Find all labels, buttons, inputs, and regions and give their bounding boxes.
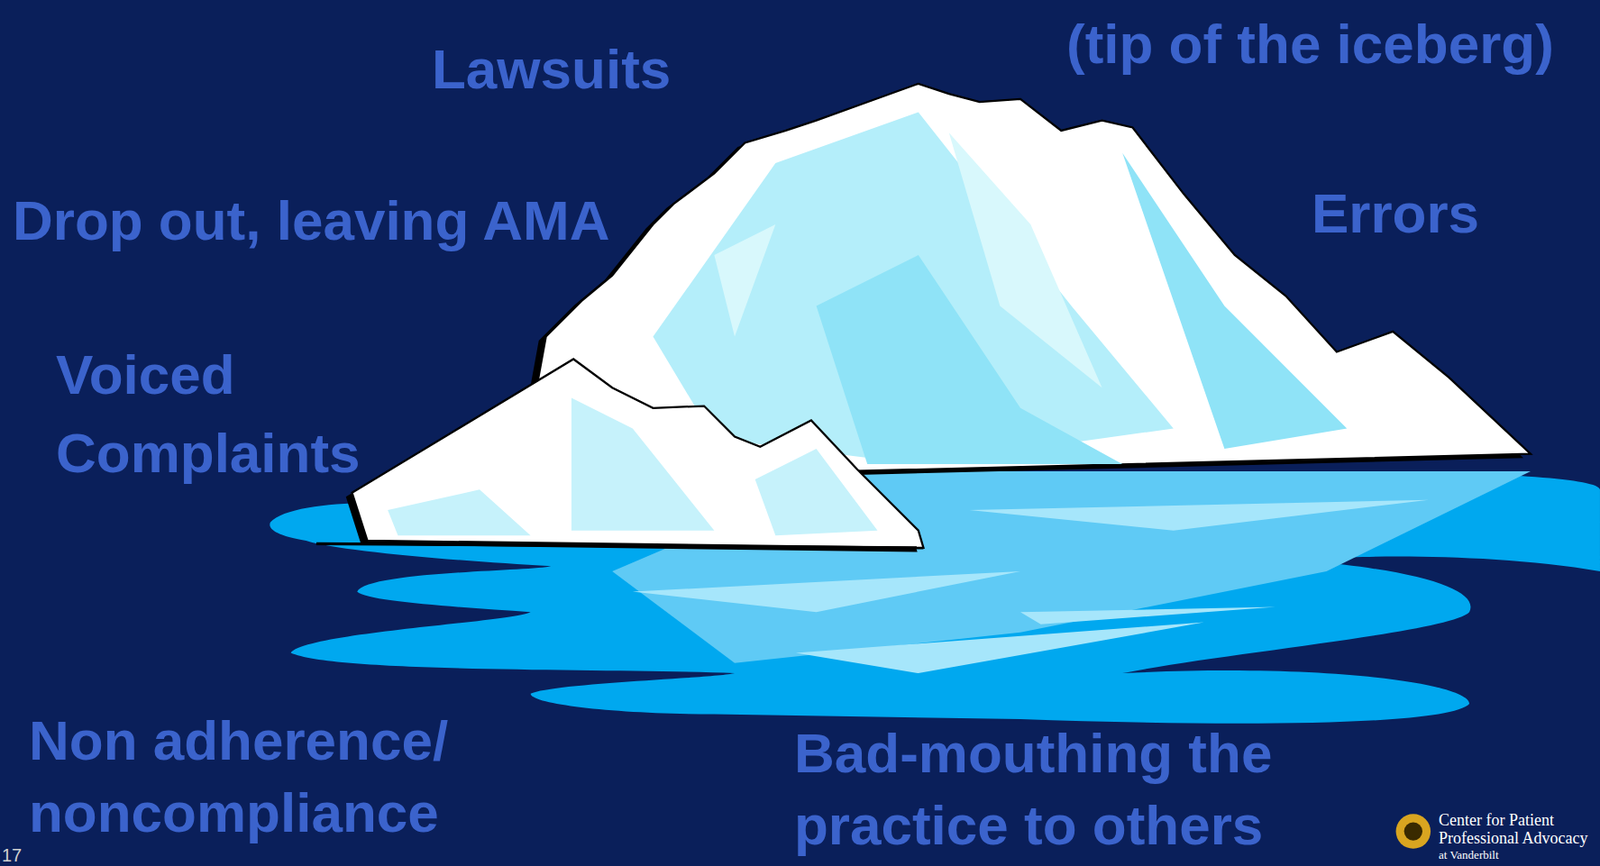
- slide-number: 17: [1, 845, 56, 866]
- logo-text: Professional Advocacy: [1438, 829, 1600, 848]
- consequence-label: Bad-mouthing the practice to others: [794, 717, 1372, 862]
- logo-text: Center for Patient: [1438, 811, 1600, 830]
- iceberg-facet: [713, 132, 1102, 388]
- logo-seal: [1396, 813, 1431, 849]
- waterline: [316, 543, 924, 549]
- consequence-label: Drop out, leaving AMA: [12, 192, 680, 249]
- consequence-label: Errors: [1311, 185, 1582, 242]
- iceberg-facet: [816, 153, 1348, 465]
- logo-text: at Vanderbilt: [1438, 847, 1600, 864]
- logo-seal-center: [1404, 822, 1423, 841]
- heading-note: (tip of the iceberg): [1066, 16, 1599, 73]
- consequence-label: Non adherence/ noncompliance: [28, 704, 498, 850]
- consequence-label: Voiced Complaints: [55, 335, 417, 493]
- iceberg-facet: [387, 397, 878, 536]
- consequence-label: Lawsuits: [431, 41, 721, 98]
- iceberg-front: [352, 358, 924, 548]
